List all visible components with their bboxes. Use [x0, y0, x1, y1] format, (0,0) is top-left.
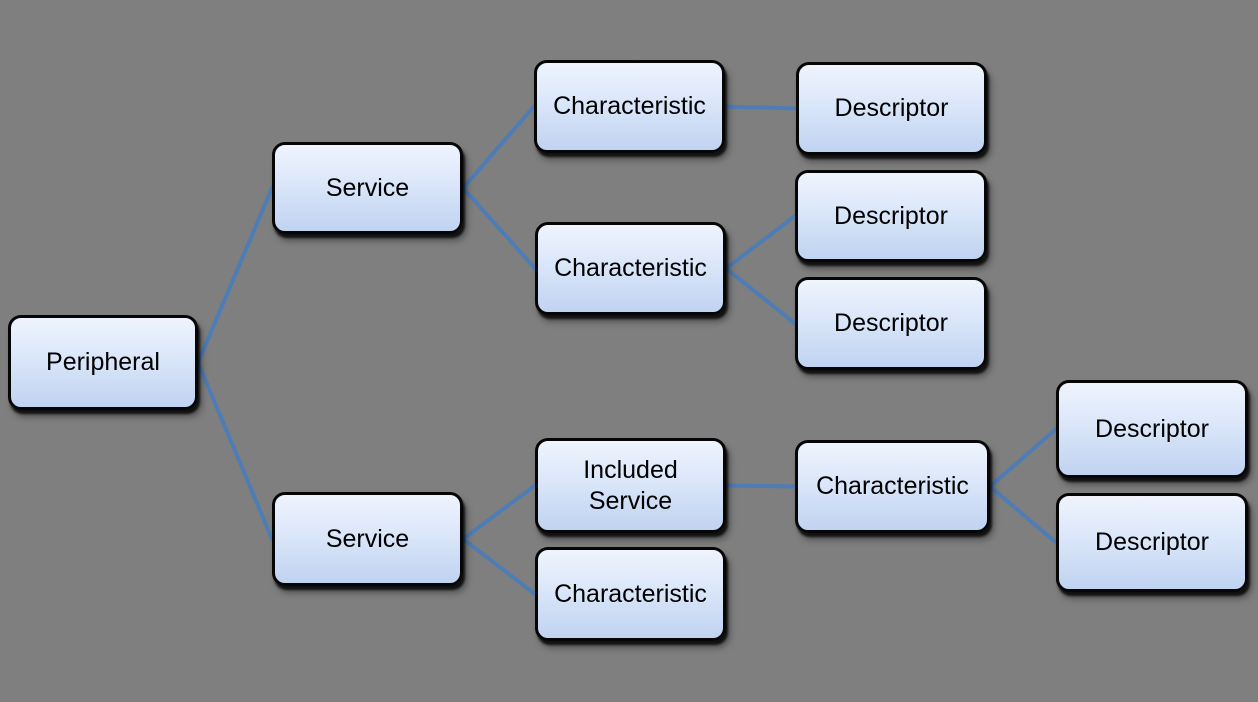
node-included-service: Included Service — [535, 438, 726, 533]
node-descriptor-1: Descriptor — [796, 62, 987, 155]
node-descriptor-2: Descriptor — [795, 170, 987, 262]
node-characteristic-4: Characteristic — [795, 440, 990, 533]
node-label: Characteristic — [554, 579, 707, 608]
node-label: Descriptor — [834, 201, 948, 230]
node-label: Descriptor — [1095, 528, 1209, 557]
node-descriptor-5: Descriptor — [1056, 493, 1248, 592]
node-label: Peripheral — [46, 348, 160, 377]
node-characteristic-2: Characteristic — [535, 222, 726, 315]
node-service-1: Service — [272, 142, 463, 234]
node-label: Service — [325, 524, 410, 553]
node-label: Included Service — [583, 456, 678, 515]
node-service-2: Service — [272, 492, 463, 586]
node-descriptor-3: Descriptor — [795, 277, 987, 370]
node-label: Descriptor — [1095, 414, 1209, 443]
node-label: Characteristic — [816, 472, 969, 501]
node-label: Descriptor — [834, 94, 949, 123]
node-characteristic-1: Characteristic — [534, 60, 725, 153]
node-characteristic-3: Characteristic — [535, 547, 726, 641]
node-label: Characteristic — [553, 92, 706, 121]
node-label: Descriptor — [834, 309, 948, 338]
node-label: Characteristic — [554, 254, 707, 283]
node-descriptor-4: Descriptor — [1056, 380, 1248, 478]
node-peripheral: Peripheral — [8, 315, 198, 410]
node-label: Service — [325, 173, 410, 202]
